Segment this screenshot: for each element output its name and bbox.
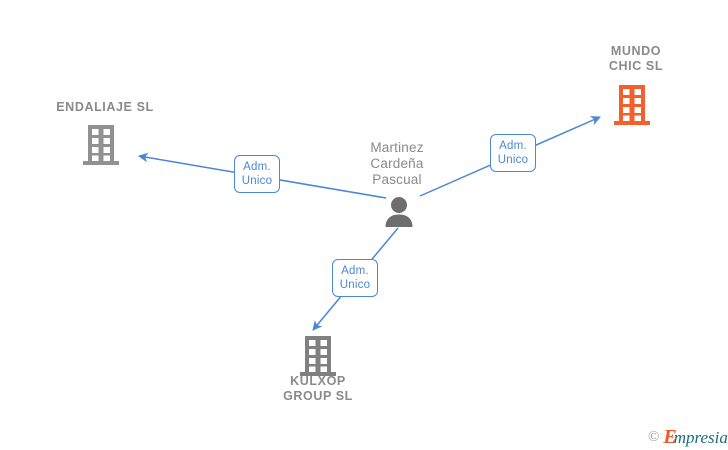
edge-label-kulxop[interactable]: Adm. Unico <box>332 259 378 297</box>
center-node-person[interactable] <box>381 196 417 235</box>
node-mundo-chic[interactable] <box>610 82 654 133</box>
brand-initial: E <box>663 426 677 448</box>
node-label-mundo-chic: MUNDO CHIC SL <box>608 44 664 73</box>
building-icon <box>83 125 119 165</box>
building-icon <box>300 336 336 376</box>
node-label-endaliaje: ENDALIAJE SL <box>56 100 154 114</box>
watermark-empresia: © E mpresia <box>648 426 728 448</box>
node-label-kulxop: KULXOP GROUP SL <box>283 374 353 403</box>
node-kulxop[interactable] <box>296 333 340 384</box>
building-icon <box>614 85 650 125</box>
copyright-symbol: © <box>648 429 660 445</box>
center-node-label: Martinez Cardeña Pascual <box>370 140 424 187</box>
person-icon <box>385 197 413 227</box>
edge-label-mundo-chic[interactable]: Adm. Unico <box>490 134 536 172</box>
edge-label-endaliaje[interactable]: Adm. Unico <box>234 155 280 193</box>
brand-name: mpresia <box>673 428 728 447</box>
node-endaliaje[interactable] <box>79 122 123 173</box>
